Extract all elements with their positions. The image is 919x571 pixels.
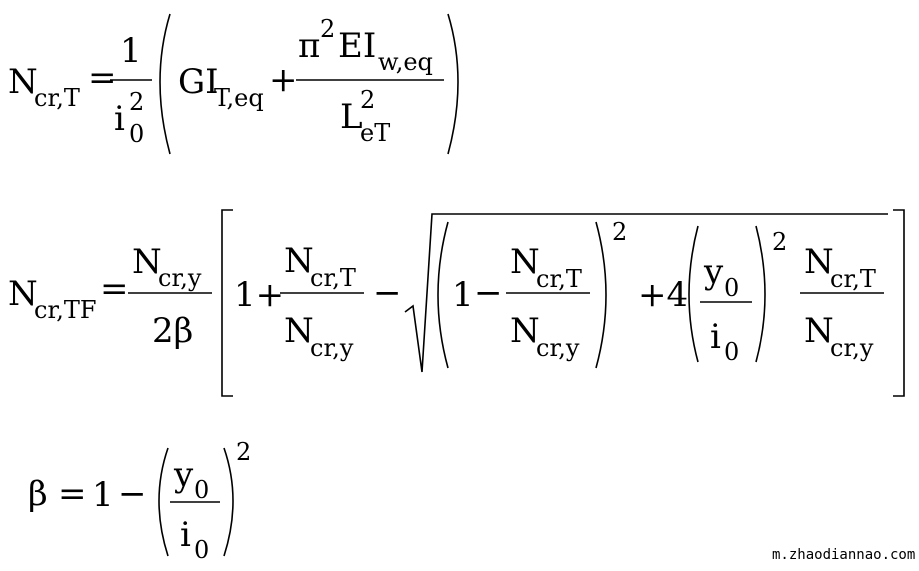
eq2-f4-numerator-N: N [804,242,834,282]
eq2-inner-right-paren [595,221,607,369]
eq1-denominator-i: i [114,99,125,139]
eq1-numerator-pi-superscript: 2 [320,15,335,43]
eq2-f1-numerator-N: N [284,241,314,281]
eq1-plus-sign: + [269,60,298,100]
equation-critical-flexural-torsional-force: N cr,TF = N cr,y 2β 1+ N cr,T N cr,y − 1… [8,209,905,397]
eq2-inner-one: 1 [452,275,474,315]
eq1-fraction-numerator: 1 [120,31,142,71]
eq2-prefactor-denominator: 2β [152,311,193,351]
eq3-numerator-y: y [173,455,194,495]
eq2-f3-numerator-subscript: 0 [724,274,739,302]
eq3-left-paren [158,447,169,557]
eq2-prefactor-numerator-N: N [132,242,162,282]
eq2-f4-denominator-subscript: cr,y [830,334,874,362]
watermark-text: m.zhaodiannao.com [772,547,915,563]
eq1-numerator-EI-subscript: w,eq [378,48,433,76]
eq3-square-exponent: 2 [236,438,251,466]
eq2-f4-denominator-N: N [804,311,834,351]
eq3-minus-sign: − [118,474,147,514]
eq2-one-plus: 1+ [234,275,284,315]
eq2-inner-left-paren [437,221,449,369]
eq1-left-paren [159,13,171,155]
eq3-equals-sign: = [58,474,87,514]
eq2-ratio-left-paren [688,225,699,363]
eq2-right-bracket [893,209,905,397]
eq2-f3-denominator-i: i [710,317,721,357]
eq2-f1-numerator-subscript: cr,T [310,264,356,292]
eq2-left-bracket [221,209,233,397]
eq2-f2-numerator-subscript: cr,T [536,265,582,293]
eq1-numerator-EI: EI [338,26,376,66]
eq2-square-root-sign [404,213,888,373]
eq2-f4-numerator-subscript: cr,T [830,265,876,293]
eq2-square-exponent-2: 2 [772,228,787,256]
eq2-f2-denominator-N: N [510,311,540,351]
eq1-numerator-pi: π [298,26,320,66]
equation-beta-definition: β = 1 − y 0 i 0 2 [28,438,251,564]
eq1-term-GI: GI [178,62,219,102]
eq3-denominator-subscript: 0 [194,536,209,564]
eq1-lhs-subscript: cr,T [34,84,80,112]
eq1-denominator-L-subscript: eT [360,119,390,147]
eq1-denominator-L: L [340,97,363,137]
eq1-lhs-symbol: N [8,62,38,102]
eq1-denominator-L-superscript: 2 [360,86,375,114]
eq2-f3-denominator-subscript: 0 [724,338,739,366]
eq1-right-paren [447,13,459,155]
eq2-lhs-subscript: cr,TF [34,296,97,324]
eq2-equals-sign: = [100,269,129,309]
eq2-f3-numerator-y: y [703,252,724,292]
eq3-numerator-subscript: 0 [194,476,209,504]
eq3-denominator-i: i [180,515,191,555]
eq2-prefactor-numerator-subscript: cr,y [158,264,202,292]
eq1-denominator-superscript: 2 [129,88,144,116]
eq2-inner-minus: − [474,273,503,313]
eq1-denominator-subscript: 0 [129,120,144,148]
eq3-right-paren [223,447,234,557]
eq3-beta-symbol: β [28,474,48,514]
eq2-f2-numerator-N: N [510,242,540,282]
equation-critical-torsional-force: N cr,T = 1 i 2 0 GI T,eq + π 2 EI w,eq L… [8,13,459,155]
eq2-minus-sign: − [373,273,402,313]
eq2-f2-denominator-subscript: cr,y [536,334,580,362]
eq2-square-exponent-1: 2 [612,218,627,246]
eq2-f1-denominator-N: N [284,311,314,351]
eq2-ratio-right-paren [755,225,766,363]
eq2-lhs-symbol: N [8,274,38,314]
eq1-term-GI-subscript: T,eq [214,84,264,112]
eq1-equals-sign: = [88,58,117,98]
eq2-f1-denominator-subscript: cr,y [310,334,354,362]
eq3-one: 1 [92,475,114,515]
eq2-plus-four: +4 [638,275,688,315]
